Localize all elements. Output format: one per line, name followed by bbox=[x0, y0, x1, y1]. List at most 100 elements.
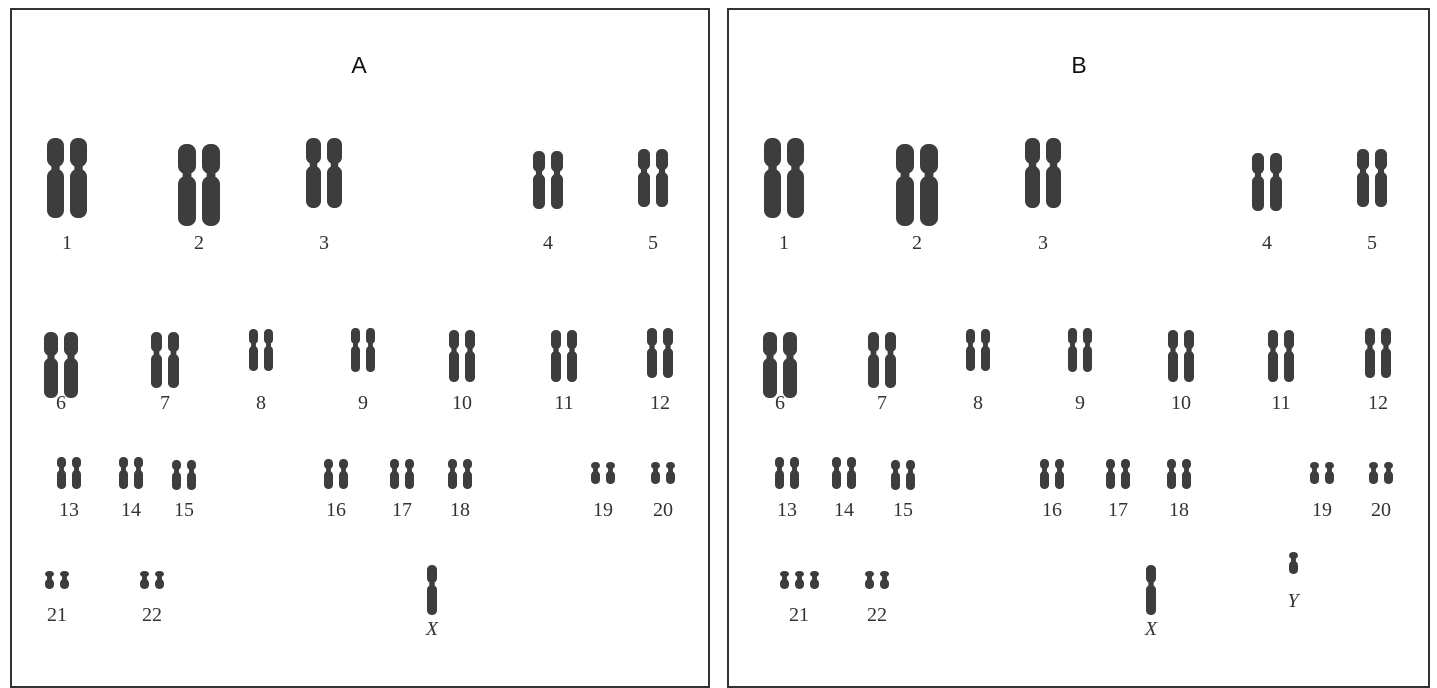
chromosome-5-copy-1 bbox=[637, 149, 651, 212]
chromosome-20-copy-2 bbox=[1383, 462, 1394, 489]
panel-a-label-3: 3 bbox=[304, 232, 344, 254]
panel-a-label-16: 16 bbox=[316, 499, 356, 521]
chromosome-18-copy-2 bbox=[462, 459, 473, 494]
chromosome-13-copy-2 bbox=[789, 457, 800, 494]
chromosome-11-copy-2 bbox=[566, 330, 578, 387]
chromosome-22-copy-1 bbox=[864, 571, 875, 594]
chromosome-1-copy-1 bbox=[46, 138, 65, 223]
chromosome-9-copy-2 bbox=[1082, 328, 1093, 377]
chromosome-5-copy-1 bbox=[1356, 149, 1370, 212]
chromosome-10-copy-2 bbox=[1183, 330, 1195, 387]
panel-b-label-1: 1 bbox=[764, 232, 804, 254]
panel-b-label-14: 14 bbox=[824, 499, 864, 521]
chromosome-7-copy-1 bbox=[867, 332, 880, 393]
panel-b-label-13: 13 bbox=[767, 499, 807, 521]
panel-b-label-4: 4 bbox=[1247, 232, 1287, 254]
panel-b-label-15: 15 bbox=[883, 499, 923, 521]
chromosome-15-copy-2 bbox=[186, 460, 197, 495]
chromosome-17-copy-2 bbox=[404, 459, 415, 494]
panel-b-label-x: X bbox=[1131, 618, 1171, 640]
chromosome-2-copy-1 bbox=[895, 144, 915, 231]
chromosome-3-copy-1 bbox=[305, 138, 322, 213]
chromosome-y-copy-1 bbox=[1288, 552, 1299, 579]
panel-b-label-y: Y bbox=[1273, 590, 1313, 612]
chromosome-11-copy-1 bbox=[1267, 330, 1279, 387]
chromosome-20-copy-1 bbox=[1368, 462, 1379, 489]
panel-a-label-22: 22 bbox=[132, 604, 172, 626]
panel-a-title: A bbox=[339, 52, 379, 79]
chromosome-1-copy-2 bbox=[786, 138, 805, 223]
panel-b-label-20: 20 bbox=[1361, 499, 1401, 521]
chromosome-21-copy-2 bbox=[794, 571, 805, 594]
panel-a-label-5: 5 bbox=[633, 232, 673, 254]
chromosome-4-copy-2 bbox=[1269, 153, 1283, 216]
panel-b-label-22: 22 bbox=[857, 604, 897, 626]
panel-a-label-6: 6 bbox=[41, 392, 81, 414]
chromosome-5-copy-2 bbox=[1374, 149, 1388, 212]
chromosome-10-copy-2 bbox=[464, 330, 476, 387]
chromosome-3-copy-2 bbox=[1045, 138, 1062, 213]
chromosome-19-copy-1 bbox=[1309, 462, 1320, 489]
chromosome-19-copy-1 bbox=[590, 462, 601, 489]
panel-a-label-9: 9 bbox=[343, 392, 383, 414]
chromosome-7-copy-2 bbox=[884, 332, 897, 393]
chromosome-9-copy-1 bbox=[350, 328, 361, 377]
panel-a-label-11: 11 bbox=[544, 392, 584, 414]
karyotype-panel-b: B 12345678910111213141516171819202122XY bbox=[727, 8, 1430, 688]
panel-b-label-19: 19 bbox=[1302, 499, 1342, 521]
panel-a-label-7: 7 bbox=[145, 392, 185, 414]
panel-b-label-12: 12 bbox=[1358, 392, 1398, 414]
chromosome-22-copy-2 bbox=[879, 571, 890, 594]
panel-b-label-2: 2 bbox=[897, 232, 937, 254]
panel-a-label-17: 17 bbox=[382, 499, 422, 521]
chromosome-1-copy-2 bbox=[69, 138, 88, 223]
chromosome-8-copy-2 bbox=[263, 329, 274, 376]
chromosome-18-copy-2 bbox=[1181, 459, 1192, 494]
chromosome-16-copy-2 bbox=[1054, 459, 1065, 494]
chromosome-12-copy-1 bbox=[646, 328, 658, 383]
chromosome-19-copy-2 bbox=[605, 462, 616, 489]
chromosome-2-copy-2 bbox=[201, 144, 221, 231]
panel-a-label-8: 8 bbox=[241, 392, 281, 414]
chromosome-16-copy-1 bbox=[1039, 459, 1050, 494]
chromosome-2-copy-2 bbox=[919, 144, 939, 231]
chromosome-7-copy-1 bbox=[150, 332, 163, 393]
chromosome-17-copy-1 bbox=[1105, 459, 1116, 494]
chromosome-13-copy-1 bbox=[774, 457, 785, 494]
chromosome-10-copy-1 bbox=[448, 330, 460, 387]
chromosome-4-copy-1 bbox=[1251, 153, 1265, 216]
panel-b-label-6: 6 bbox=[760, 392, 800, 414]
chromosome-14-copy-1 bbox=[831, 457, 842, 494]
chromosome-x-copy-1 bbox=[1145, 565, 1157, 620]
panel-b-label-11: 11 bbox=[1261, 392, 1301, 414]
chromosome-15-copy-2 bbox=[905, 460, 916, 495]
chromosome-2-copy-1 bbox=[177, 144, 197, 231]
panel-a-label-x: X bbox=[412, 618, 452, 640]
chromosome-18-copy-1 bbox=[447, 459, 458, 494]
chromosome-4-copy-2 bbox=[550, 151, 564, 214]
panel-a-label-15: 15 bbox=[164, 499, 204, 521]
panel-b-label-8: 8 bbox=[958, 392, 998, 414]
chromosome-13-copy-1 bbox=[56, 457, 67, 494]
chromosome-9-copy-2 bbox=[365, 328, 376, 377]
chromosome-21-copy-1 bbox=[779, 571, 790, 594]
chromosome-21-copy-3 bbox=[809, 571, 820, 594]
panel-b-label-18: 18 bbox=[1159, 499, 1199, 521]
chromosome-8-copy-1 bbox=[248, 329, 259, 376]
chromosome-15-copy-1 bbox=[171, 460, 182, 495]
chromosome-11-copy-2 bbox=[1283, 330, 1295, 387]
chromosome-12-copy-1 bbox=[1364, 328, 1376, 383]
chromosome-17-copy-1 bbox=[389, 459, 400, 494]
chromosome-3-copy-1 bbox=[1024, 138, 1041, 213]
chromosome-22-copy-1 bbox=[139, 571, 150, 594]
chromosome-3-copy-2 bbox=[326, 138, 343, 213]
panel-b-label-21: 21 bbox=[779, 604, 819, 626]
chromosome-16-copy-1 bbox=[323, 459, 334, 494]
panel-a-label-20: 20 bbox=[643, 499, 683, 521]
chromosome-14-copy-2 bbox=[846, 457, 857, 494]
chromosome-13-copy-2 bbox=[71, 457, 82, 494]
chromosome-12-copy-2 bbox=[662, 328, 674, 383]
chromosome-18-copy-1 bbox=[1166, 459, 1177, 494]
panel-a-label-4: 4 bbox=[528, 232, 568, 254]
